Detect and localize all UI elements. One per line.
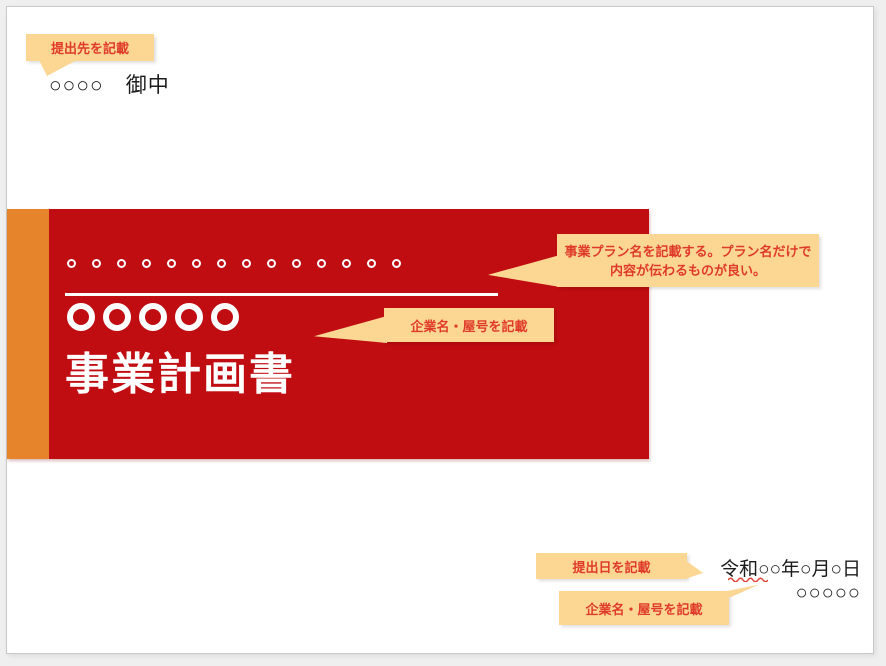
circle-placeholder [117, 259, 126, 268]
circle-placeholder [67, 303, 95, 331]
spellcheck-underline-icon [728, 577, 768, 582]
banner-divider-line [65, 293, 498, 296]
circle-placeholder [92, 259, 101, 268]
circle-placeholder [342, 259, 351, 268]
callout-company-footer-label: 企業名・屋号を記載 [585, 601, 703, 617]
deco-circles-row [67, 259, 401, 268]
callout-recipient-label: 提出先を記載 [50, 41, 129, 56]
callout-company-footer: 企業名・屋号を記載 [559, 591, 729, 625]
company-line: ○○○○○ [795, 582, 861, 604]
circle-placeholder [167, 259, 176, 268]
circle-placeholder [242, 259, 251, 268]
slide-canvas: 提出先を記載 ○○○○ 御中 事業計画書 事業プラン名を記載する。プラン名だけで… [6, 6, 874, 654]
circle-placeholder [142, 259, 151, 268]
callout-recipient: 提出先を記載 [26, 34, 154, 61]
banner-title: 事業計画書 [65, 350, 295, 399]
circle-placeholder [367, 259, 376, 268]
callout-company-banner-label: 企業名・屋号を記載 [410, 318, 528, 334]
circle-placeholder [139, 303, 167, 331]
callout-plan-name: 事業プラン名を記載する。プラン名だけで 内容が伝わるものが良い。 [557, 234, 819, 287]
callout-submission-date: 提出日を記載 [536, 553, 687, 579]
circle-placeholder [192, 259, 201, 268]
circle-placeholder [103, 303, 131, 331]
circle-placeholder [392, 259, 401, 268]
circle-placeholder [292, 259, 301, 268]
title-circles-row [67, 303, 239, 331]
circle-placeholder [317, 259, 326, 268]
circle-placeholder [211, 303, 239, 331]
circle-placeholder [175, 303, 203, 331]
circle-placeholder [267, 259, 276, 268]
callout-submission-date-tail [685, 560, 703, 579]
callout-company-banner: 企業名・屋号を記載 [384, 308, 554, 342]
circle-placeholder [217, 259, 226, 268]
date-line: 令和○○年○月○日 [720, 559, 861, 580]
circle-placeholder [67, 259, 76, 268]
recipient-line: ○○○○ 御中 [49, 74, 170, 97]
callout-plan-name-line2: 内容が伝わるものが良い。 [609, 262, 766, 278]
callout-plan-name-line1: 事業プラン名を記載する。プラン名だけで [564, 243, 812, 259]
banner-accent-stripe [7, 209, 49, 459]
callout-submission-date-label: 提出日を記載 [572, 559, 651, 575]
